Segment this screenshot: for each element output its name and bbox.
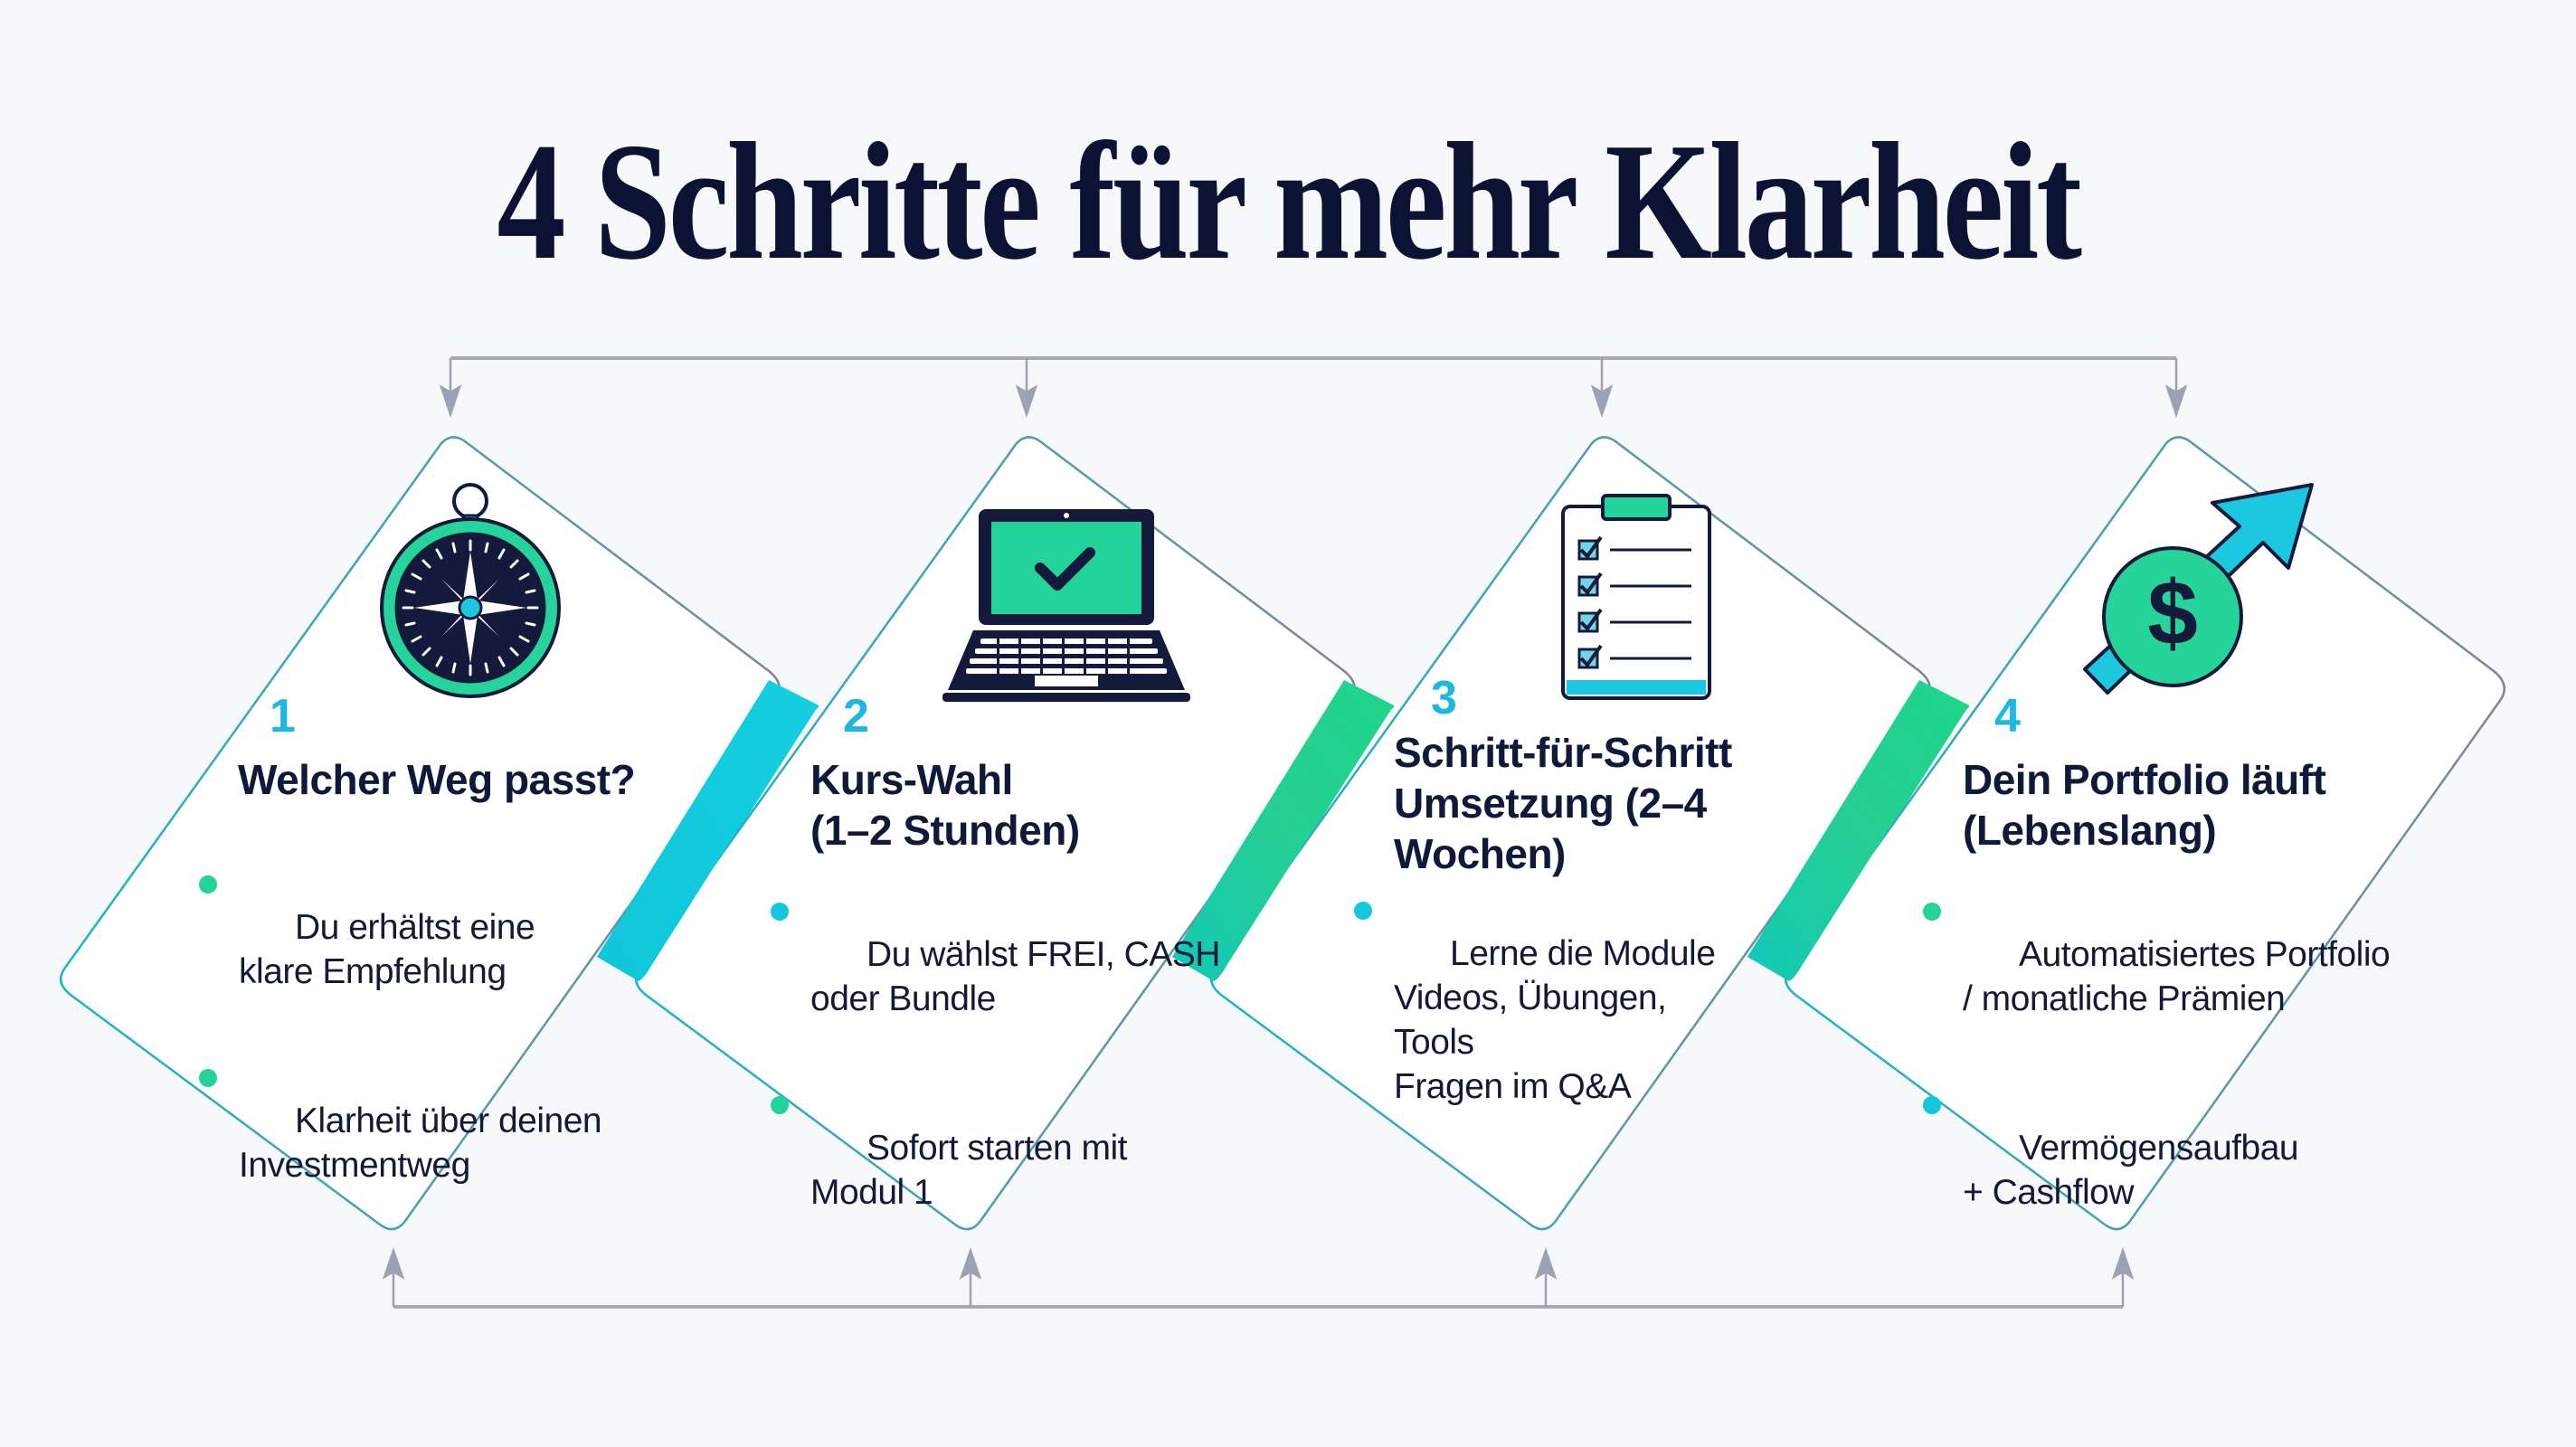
step-bullets: Du wählst FREI, CASH oder Bundle Sofort … xyxy=(771,888,1220,1275)
bullet-item: Du wählst FREI, CASH oder Bundle xyxy=(771,888,1220,1065)
bullet-dot xyxy=(1923,1096,1941,1114)
step-title: Welcher Weg passt? xyxy=(238,756,636,803)
step-bullets: Du erhältst eine klare Empfehlung Klarhe… xyxy=(199,861,602,1248)
bullet-dot xyxy=(771,1096,789,1114)
top-connector xyxy=(439,356,2188,418)
bullet-dot xyxy=(199,875,217,894)
bullet-item: Vermögensaufbau + Cashflow xyxy=(1923,1082,2390,1259)
step-title: Schritt-für-Schritt Umsetzung (2–4 Woche… xyxy=(1394,729,1732,877)
laptop-check-icon xyxy=(942,509,1190,702)
bullet-dot xyxy=(1923,903,1941,921)
card-3 xyxy=(1209,436,1931,1231)
page-title: 4 Schritte für mehr Klarheit xyxy=(497,109,2082,295)
card-4 xyxy=(1784,436,2505,1231)
bullet-dot xyxy=(1354,902,1372,920)
bullet-item: Klarheit über deinen Investmentweg xyxy=(199,1055,602,1232)
bullet-item: Lerne die Module Videos, Übungen, Tools … xyxy=(1354,887,1716,1153)
bullet-item: Du erhältst eine klare Empfehlung xyxy=(199,861,601,1038)
bullet-item: Sofort starten mit Modul 1 xyxy=(771,1082,1220,1259)
step-bullets: Automatisiertes Portfolio / monatliche P… xyxy=(1923,888,2391,1275)
bullet-dot xyxy=(771,903,789,921)
card-1 xyxy=(59,436,781,1231)
step-title: Dein Portfolio läuft (Lebenslang) xyxy=(1963,756,2326,854)
step-number: 4 xyxy=(1994,690,2021,742)
step-number: 2 xyxy=(843,690,869,742)
step-bullets: Lerne die Module Videos, Übungen, Tools … xyxy=(1354,887,1716,1169)
bottom-connector xyxy=(382,1247,2135,1309)
checklist-rows xyxy=(1577,535,1691,669)
step-title: Kurs-Wahl (1–2 Stunden) xyxy=(810,756,1080,854)
step-number: 1 xyxy=(270,690,296,742)
bullet-item: Automatisiertes Portfolio / monatliche P… xyxy=(1923,888,2391,1065)
card-2 xyxy=(634,436,1356,1231)
compass-icon xyxy=(380,483,561,698)
dollar-growth-arrow-icon: $ xyxy=(2083,483,2314,695)
step-number: 3 xyxy=(1431,672,1457,724)
bullet-dot xyxy=(199,1069,217,1087)
svg-text:$: $ xyxy=(2147,563,2198,664)
clipboard-checklist-icon xyxy=(1561,494,1711,700)
